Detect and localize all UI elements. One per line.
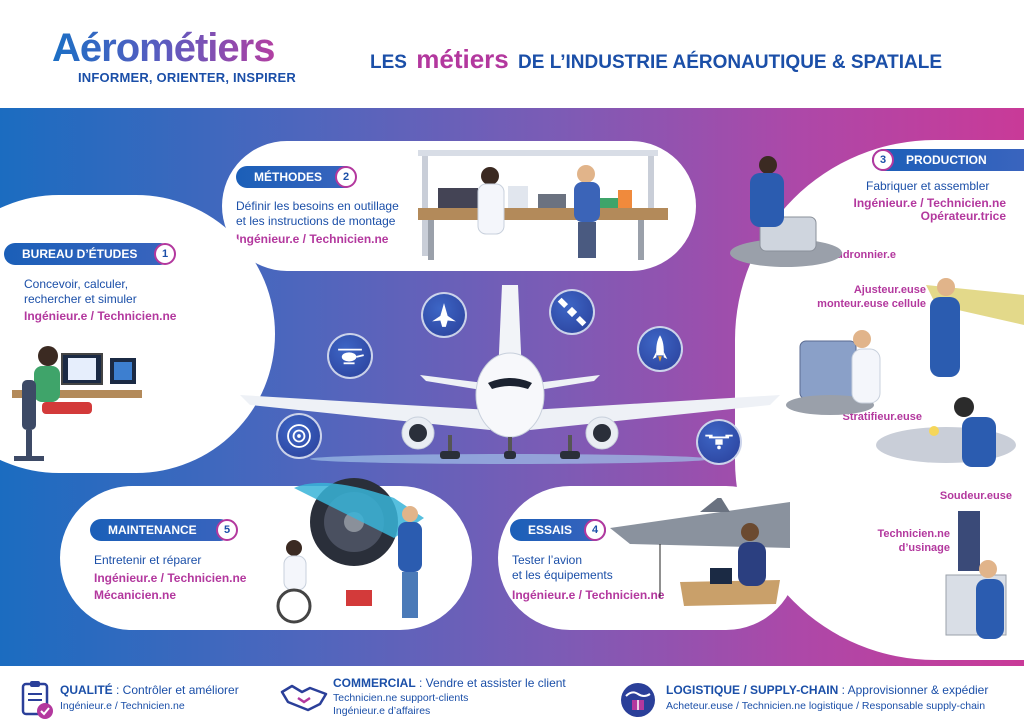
number-production: 3 [872, 149, 894, 171]
bureau-illustration [12, 346, 142, 461]
clipboard-check-icon [21, 681, 53, 719]
label-methodes: MÉTHODES [236, 166, 357, 188]
desc-methodes: Définir les besoins en outillage et les … [236, 199, 399, 228]
engine-icon [276, 413, 322, 459]
brand-tagline: INFORMER, ORIENTER, INSPIRER [78, 70, 296, 85]
job-soudeur: Soudeur.euse [939, 490, 1012, 502]
brand-logo: Aérométiers [52, 26, 296, 70]
qualite-sub: Ingénieur.e / Technicien.ne [60, 700, 185, 712]
maintenance-illustration [276, 478, 424, 624]
logistique-sub: Acheteur.euse / Technicien.ne logistique… [666, 700, 986, 712]
desc-maintenance: Entretenir et réparer [94, 553, 202, 567]
qualite-title: QUALITÉ : Contrôler et améliorer [60, 683, 239, 697]
number-maintenance: 5 [216, 519, 238, 541]
number-essais: 4 [584, 519, 606, 541]
helicopter-icon [327, 333, 373, 379]
fighter-jet-icon [421, 292, 467, 338]
drone-icon [696, 419, 742, 465]
title-before: LES [370, 52, 407, 73]
satellite-icon [549, 289, 595, 335]
title-after: DE L’INDUSTRIE AÉRONAUTIQUE & SPATIALE [518, 52, 943, 73]
number-bureau: 1 [154, 243, 176, 265]
logistique-title: LOGISTIQUE / SUPPLY-CHAIN : Approvisionn… [666, 683, 989, 697]
label-production: PRODUCTION [872, 149, 1024, 171]
desc-production: Fabriquer et assembler [866, 179, 990, 193]
roles-essais: Ingénieur.e / Technicien.ne [512, 588, 665, 602]
roles-production: Ingénieur.e / Technicien.ne Opérateur.tr… [853, 196, 1006, 223]
title-accent: métiers [416, 44, 509, 74]
label-maintenance: MAINTENANCE [90, 519, 231, 541]
desc-bureau: Concevoir, calculer, rechercher et simul… [24, 277, 137, 306]
footer-logistique [604, 670, 1024, 726]
production-illustration [730, 156, 1024, 639]
job-ajusteur: Ajusteur.euse monteur.euse cellule [817, 284, 926, 310]
globe-package-icon [621, 683, 655, 717]
label-bureau: BUREAU D’ÉTUDES [4, 243, 172, 265]
card-bureau [0, 195, 275, 473]
job-usinage: Technicien.ne d’usinage [877, 528, 950, 554]
commercial-sub: Technicien.ne support-clients Ingénieur.… [333, 692, 469, 717]
airplane-illustration [240, 285, 780, 464]
essais-illustration [610, 498, 790, 606]
methodes-illustration [418, 150, 668, 260]
page-title: LES métiers DE L’INDUSTRIE AÉRONAUTIQUE … [370, 44, 942, 75]
number-methodes: 2 [335, 166, 357, 188]
roles-methodes: Ingénieur.e / Technicien.ne [236, 232, 389, 246]
roles-bureau: Ingénieur.e / Technicien.ne [24, 309, 177, 323]
label-essais: ESSAIS [510, 519, 607, 541]
job-stratifieur: Stratifieur.euse [842, 411, 922, 423]
rocket-icon [637, 326, 683, 372]
desc-essais: Tester l’avion et les équipements [512, 553, 613, 582]
commercial-title: COMMERCIAL : Vendre et assister le clien… [333, 676, 566, 690]
roles-maintenance: Ingénieur.e / Technicien.ne Mécanicien.n… [94, 571, 247, 602]
handshake-icon [280, 684, 328, 712]
brand: Aérométiers INFORMER, ORIENTER, INSPIRER [52, 26, 296, 85]
